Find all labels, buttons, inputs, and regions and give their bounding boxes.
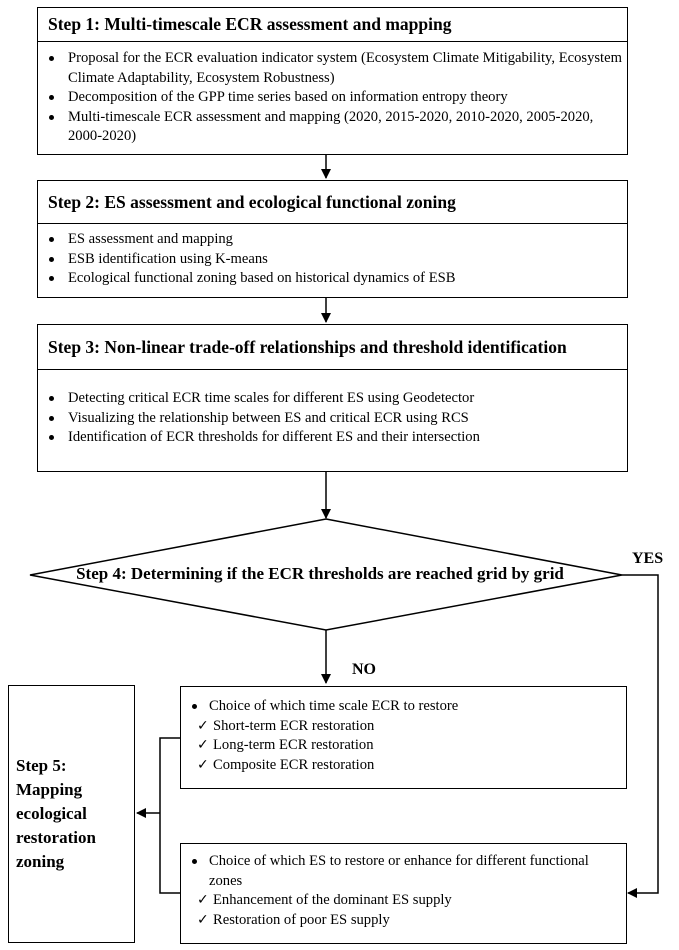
step2-title: Step 2: ES assessment and ecological fun… [38, 181, 627, 224]
step5-line: Mapping [16, 780, 83, 799]
yes-label: YES [632, 550, 664, 567]
list-item: Choice of which ES to restore or enhance… [181, 852, 626, 891]
list-item: Choice of which time scale ECR to restor… [181, 697, 626, 717]
step5-line: zoning [16, 852, 65, 871]
step1-bullets: Proposal for the ECR evaluation indicato… [38, 42, 627, 147]
step2-bullets: ES assessment and mapping ESB identifica… [38, 224, 627, 289]
step2-box: Step 2: ES assessment and ecological fun… [37, 180, 628, 298]
list-item: ESB identification using K-means [38, 250, 627, 270]
check-item: Long-term ECR restoration [195, 736, 626, 756]
list-item: Ecological functional zoning based on hi… [38, 269, 627, 289]
list-item: Proposal for the ECR evaluation indicato… [38, 49, 627, 88]
step5-line: restoration [16, 828, 96, 847]
bracket-to-step5 [159, 737, 180, 894]
step1-box: Step 1: Multi-timescale ECR assessment a… [37, 7, 628, 155]
step5-box [8, 685, 135, 943]
step3-bullets: Detecting critical ECR time scales for d… [38, 370, 627, 448]
list-item: Visualizing the relationship between ES … [38, 409, 627, 429]
step3-box: Step 3: Non-linear trade-off relationshi… [37, 324, 628, 472]
list-item: Detecting critical ECR time scales for d… [38, 389, 627, 409]
step5-title: Step 5: Mapping ecological restoration z… [8, 685, 135, 943]
no-label: NO [352, 661, 376, 678]
list-item: ES assessment and mapping [38, 230, 627, 250]
timescale-checks: Short-term ECR restoration Long-term ECR… [181, 717, 626, 776]
step5-line: ecological [16, 804, 87, 823]
step3-title: Step 3: Non-linear trade-off relationshi… [38, 325, 627, 370]
check-item: Composite ECR restoration [195, 756, 626, 776]
es-checks: Enhancement of the dominant ES supply Re… [181, 891, 626, 930]
check-item: Short-term ECR restoration [195, 717, 626, 737]
list-item: Decomposition of the GPP time series bas… [38, 88, 627, 108]
step4-decision-text: Step 4: Determining if the ECR threshold… [76, 564, 564, 583]
step5-line: Step 5: [16, 756, 67, 775]
es-restoration-box: Choice of which ES to restore or enhance… [180, 843, 627, 944]
check-item: Enhancement of the dominant ES supply [195, 891, 626, 911]
step1-title: Step 1: Multi-timescale ECR assessment a… [38, 8, 627, 42]
check-item: Restoration of poor ES supply [195, 911, 626, 931]
list-item: Multi-timescale ECR assessment and mappi… [38, 108, 627, 147]
timescale-restoration-box: Choice of which time scale ECR to restor… [180, 686, 627, 789]
arrow-step4-yes [622, 574, 659, 898]
list-item: Identification of ECR thresholds for dif… [38, 428, 627, 448]
